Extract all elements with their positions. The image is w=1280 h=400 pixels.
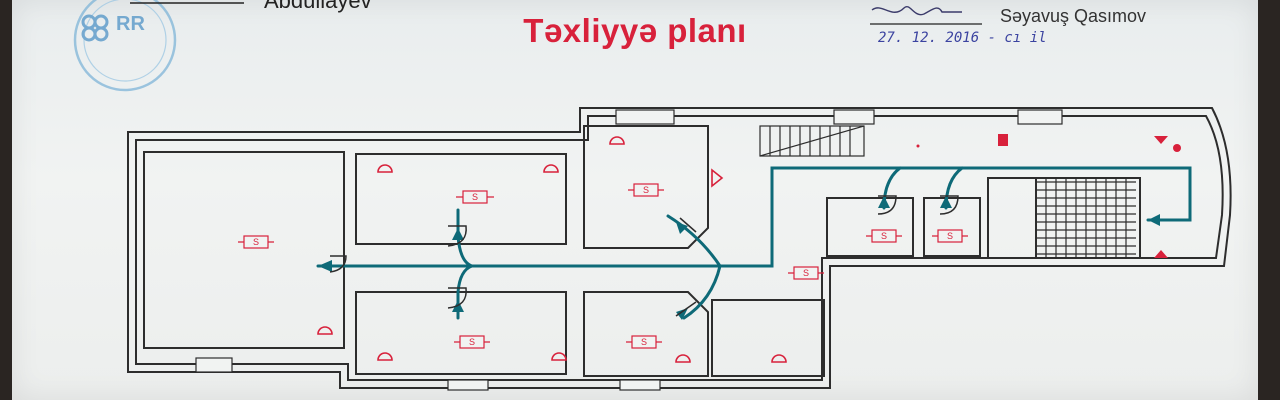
svg-text:RR: RR <box>116 13 145 35</box>
route-arrowheads <box>318 196 1160 320</box>
exit-sign-label: S <box>469 337 475 347</box>
fire-alarm-symbols <box>317 136 787 363</box>
exit-sign-label: S <box>472 192 478 202</box>
staircase-top <box>759 125 865 157</box>
floor-plan: RR <box>73 0 1232 391</box>
exit-sign-label: S <box>947 231 953 241</box>
approver-name: Abdullayev <box>264 0 372 13</box>
exit-sign-label: S <box>253 237 259 247</box>
exit-sign: S <box>456 190 494 204</box>
exit-sign-label: S <box>643 185 649 195</box>
signatory-name: Səyavuş Qasımov <box>1000 6 1147 26</box>
building-walls <box>127 107 1232 389</box>
exit-sign: S <box>238 235 274 249</box>
exit-sign-label: S <box>803 268 809 278</box>
exit-sign: S <box>454 335 490 349</box>
handwritten-signature <box>871 5 962 16</box>
exit-sign-markers: S S S S S S S S <box>238 183 968 349</box>
exit-sign-label: S <box>641 337 647 347</box>
exit-sign: S <box>626 335 662 349</box>
exit-sign: S <box>866 229 902 243</box>
signature-date: 27. 12. 2016 - cı il <box>878 30 1047 46</box>
official-stamp: RR <box>73 0 177 92</box>
fire-equipment-markers <box>711 134 1181 258</box>
exit-sign: S <box>628 183 664 197</box>
exit-sign-label: S <box>881 231 887 241</box>
exit-sign: S <box>932 229 968 243</box>
doors <box>329 195 959 317</box>
evacuation-plan-sheet: Abdullayev Təxliyyə planı Səyavuş Qasımo… <box>12 0 1258 400</box>
windows <box>195 109 1063 391</box>
plan-title: Təxliyyə planı <box>523 12 747 49</box>
staircase-right <box>1036 178 1136 258</box>
exit-sign: S <box>788 266 824 280</box>
